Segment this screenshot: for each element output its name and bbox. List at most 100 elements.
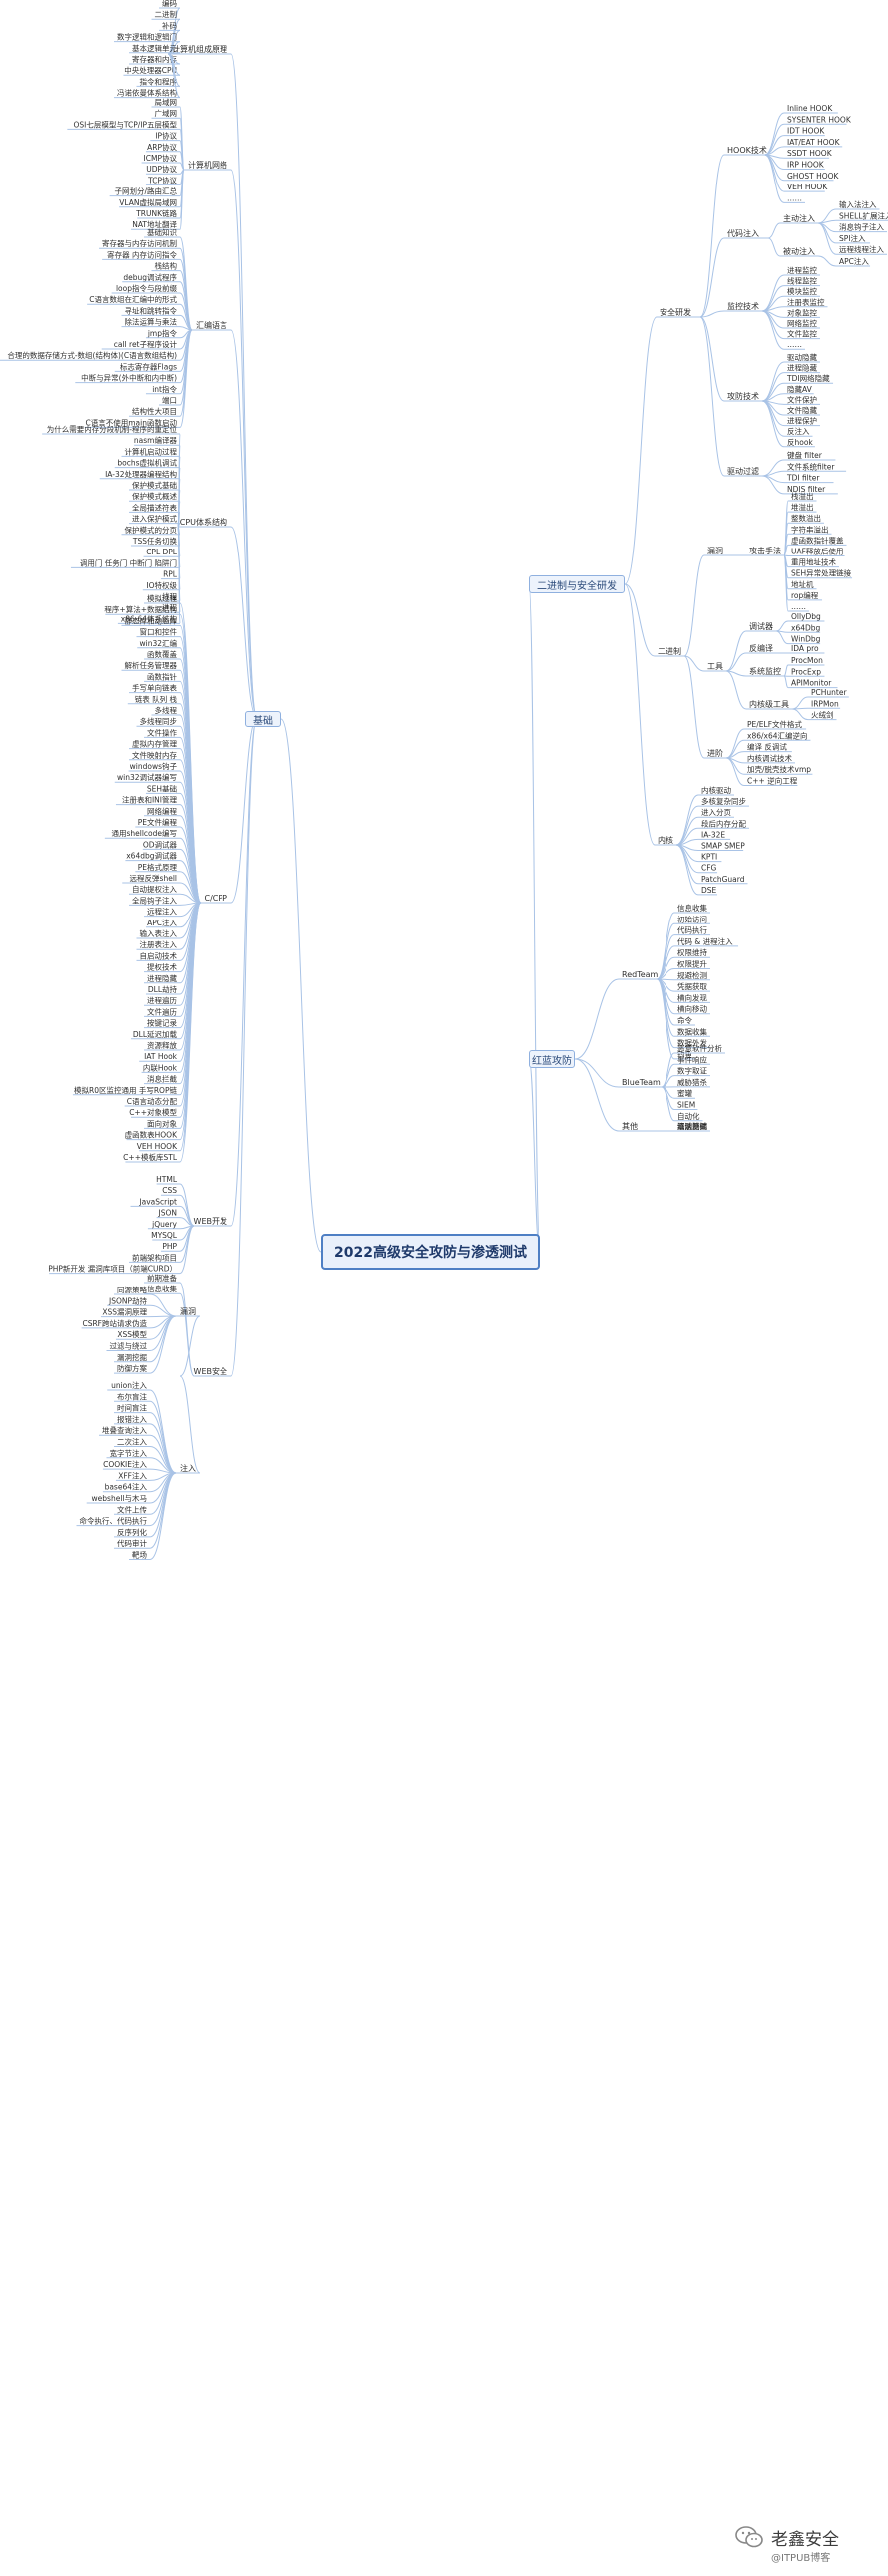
rleaf-15-13[interactable]: 钓鱼 (677, 1049, 692, 1059)
rleaf-5-3[interactable]: 注册表监控 (787, 297, 825, 307)
leaf-5-5[interactable]: MYSQL (151, 1231, 178, 1240)
leaf-1-11[interactable]: NAT地址翻译 (132, 219, 177, 229)
leaf-4-27[interactable]: 全局钩子注入 (132, 895, 177, 905)
rleaf-6-6[interactable]: 进程保护 (787, 416, 817, 426)
rgroup-5-label[interactable]: 监控技术 (727, 301, 759, 311)
leaf-4-43[interactable]: 消息拦截 (147, 1074, 177, 1084)
leaf-2-11[interactable]: 合理的数据存储方式-数组(结构体)(C语言数组结构) (7, 350, 177, 360)
leaf-4-1[interactable]: 程序+算法+数据结构 (104, 604, 177, 614)
leaf-4-3[interactable]: 窗口和控件 (140, 627, 178, 637)
rleaf-8-2[interactable]: 整数溢出 (791, 513, 821, 523)
rleaf-17-3[interactable]: …… (677, 1122, 692, 1131)
leaf-3-7[interactable]: 全局描述符表 (132, 502, 177, 512)
leaf-8-9[interactable]: base64注入 (105, 1482, 148, 1492)
leaf-4-6[interactable]: 解析任务管理器 (125, 660, 178, 670)
leaf-8-15[interactable]: 靶场 (132, 1550, 147, 1560)
group-8-label[interactable]: 注入 (180, 1463, 196, 1473)
rleaf-15-6[interactable]: 规避检测 (677, 970, 707, 980)
leaf-4-50[interactable]: C++模板库STL (123, 1152, 178, 1162)
leaf-4-2[interactable]: 静态库和动态库 (125, 615, 178, 625)
leaf-4-31[interactable]: 注册表注入 (140, 939, 178, 949)
leaf-8-1[interactable]: 布尔盲注 (117, 1391, 147, 1401)
leaf-3-14[interactable]: IO特权级 (146, 580, 177, 590)
rleaf-14-4[interactable]: IA-32E (701, 830, 725, 839)
leaf-4-33[interactable]: 提权技术 (147, 962, 177, 972)
leaf-6-1[interactable]: 信息收集 (147, 1284, 177, 1293)
leaf-8-5[interactable]: 二次注入 (117, 1437, 147, 1447)
root-node[interactable]: 2022高级安全攻防与渗透测试 (321, 1234, 540, 1270)
rleaf-5-4[interactable]: 对象监控 (787, 307, 817, 317)
leaf-8-14[interactable]: 代码审计 (117, 1538, 147, 1548)
rleaf-8-3[interactable]: 字符串溢出 (791, 524, 829, 534)
rleaf-13-0[interactable]: PE/ELF文件格式 (747, 719, 803, 729)
leaf-3-10[interactable]: TSS任务切换 (132, 536, 178, 546)
leaf-0-7[interactable]: 指令和程序 (140, 76, 178, 86)
rleaf-16-0[interactable]: 恶意软件分析 (677, 1043, 722, 1053)
rgroup-13-label[interactable]: 进阶 (707, 748, 723, 758)
rgroup-9-label[interactable]: 调试器 (749, 621, 773, 631)
leaf-5-8[interactable]: PHP新开发 漏洞库项目（前端CURD） (48, 1264, 177, 1274)
rleaf-8-0[interactable]: 栈溢出 (791, 491, 814, 501)
rleaf-8-6[interactable]: 重用地址技术 (791, 557, 836, 567)
leaf-4-42[interactable]: 内联Hook (143, 1062, 178, 1072)
rleaf-1-0[interactable]: 输入法注入 (839, 199, 877, 209)
leaf-4-7[interactable]: 函数指针 (147, 671, 177, 681)
leaf-4-46[interactable]: C++对象模型 (129, 1107, 177, 1117)
leaf-1-8[interactable]: 子网划分/路由汇总 (114, 186, 177, 196)
rleaf-0-0[interactable]: Inline HOOK (787, 104, 833, 113)
leaf-3-3[interactable]: bochs虚拟机调试 (117, 458, 177, 468)
leaf-4-16[interactable]: win32调试器编写 (117, 772, 177, 782)
rgroup-0-label[interactable]: HOOK技术 (727, 145, 767, 155)
group-4-label[interactable]: C/CPP (204, 894, 227, 903)
rleaf-15-11[interactable]: 数据收集 (677, 1026, 707, 1036)
branch-redteam[interactable]: 红蓝攻防 (529, 1050, 575, 1068)
rleaf-0-8[interactable]: …… (787, 193, 802, 202)
rleaf-11-1[interactable]: ProcExp (791, 667, 821, 676)
rleaf-12-1[interactable]: IRPMon (811, 699, 839, 708)
leaf-5-3[interactable]: JSON (158, 1209, 178, 1218)
mid-dbin[interactable]: 二进制 (658, 646, 681, 656)
leaf-4-38[interactable]: 按键记录 (147, 1018, 177, 1028)
leaf-4-37[interactable]: 文件遍历 (147, 1006, 177, 1016)
leaf-2-12[interactable]: 标志寄存器Flags (120, 361, 177, 371)
leaf-5-7[interactable]: 前端架构项目 (132, 1252, 177, 1262)
rleaf-5-2[interactable]: 模块监控 (787, 286, 817, 296)
rleaf-17-2[interactable]: 红队基础 (677, 1121, 707, 1131)
leaf-1-3[interactable]: IP协议 (155, 131, 177, 141)
group-6-label[interactable]: WEB安全 (194, 1366, 227, 1376)
leaf-2-15[interactable]: 端口 (162, 395, 177, 405)
leaf-4-0[interactable]: 模拟过程 (147, 593, 177, 603)
rleaf-14-1[interactable]: 多核复杂同步 (701, 796, 746, 806)
leaf-4-49[interactable]: VEH HOOK (137, 1142, 178, 1151)
leaf-4-39[interactable]: DLL延迟加载 (133, 1029, 178, 1039)
leaf-4-14[interactable]: 文件映射内存 (132, 750, 177, 760)
rleaf-15-10[interactable]: 命令 (677, 1015, 692, 1025)
leaf-3-9[interactable]: 保护模式的分页 (125, 525, 178, 535)
leaf-4-18[interactable]: 注册表和INI管理 (122, 795, 178, 805)
leaf-2-1[interactable]: 寄存器与内存访问机制 (102, 238, 177, 248)
group-3-label[interactable]: CPU体系结构 (180, 517, 227, 527)
rleaf-0-4[interactable]: SSDT HOOK (787, 149, 833, 158)
rleaf-14-3[interactable]: 段后内存分配 (701, 818, 746, 828)
leaf-4-20[interactable]: PE文件编程 (138, 817, 178, 827)
leaf-4-26[interactable]: 自动提权注入 (132, 884, 177, 894)
rleaf-8-8[interactable]: 地址机 (791, 579, 814, 589)
rleaf-8-7[interactable]: SEH异常处理链接 (791, 568, 852, 578)
group-0-label[interactable]: 计算机组成原理 (172, 44, 227, 54)
rleaf-14-6[interactable]: KPTI (701, 853, 717, 862)
rgroup-2-label[interactable]: 被动注入 (783, 246, 815, 256)
rleaf-9-0[interactable]: OllyDbg (791, 612, 821, 621)
rleaf-6-5[interactable]: 文件隐藏 (787, 405, 817, 415)
leaf-3-15[interactable]: 线程 (162, 591, 177, 601)
leaf-2-17[interactable]: C语言不使用main函数启动 (86, 417, 178, 427)
leaf-4-28[interactable]: 远程注入 (147, 907, 177, 917)
leaf-1-6[interactable]: UDP协议 (146, 164, 177, 174)
leaf-8-3[interactable]: 报错注入 (117, 1414, 147, 1424)
rleaf-6-0[interactable]: 驱动隐藏 (787, 352, 817, 362)
rleaf-8-10[interactable]: …… (791, 602, 806, 611)
rleaf-15-9[interactable]: 横向移动 (677, 1004, 707, 1014)
rleaf-1-3[interactable]: SPI注入 (839, 233, 866, 243)
rleaf-8-4[interactable]: 虚函数指针覆盖 (791, 535, 844, 545)
leaf-4-9[interactable]: 链表 队列 栈 (135, 694, 178, 704)
leaf-3-16[interactable]: 进程 (162, 603, 177, 612)
